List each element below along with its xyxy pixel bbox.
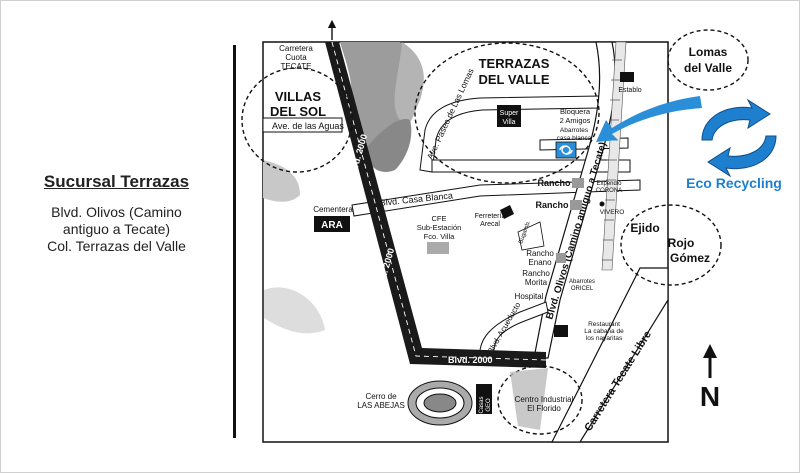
label-cerro-2: LAS ABEJAS bbox=[357, 401, 405, 410]
label-rancho-morita-2: Morita bbox=[525, 278, 548, 287]
label-expendio-2: CORONA bbox=[596, 188, 622, 194]
label-ejido-3: Gómez bbox=[670, 251, 710, 265]
label-cementera: Cementera bbox=[313, 205, 353, 214]
label-centro-1: Centro Industrial bbox=[515, 395, 574, 404]
building-restaurant bbox=[554, 325, 568, 337]
label-rancho-1: Rancho bbox=[537, 178, 571, 188]
logo-eco-recycling: Eco Recycling bbox=[686, 175, 782, 191]
road-ave-las-aguas bbox=[262, 117, 343, 133]
label-ara: ARA bbox=[321, 220, 343, 231]
area-villas-del-sol bbox=[241, 67, 353, 173]
hill-area-north-2 bbox=[394, 42, 424, 123]
building-rancho-1 bbox=[572, 178, 584, 188]
label-super-2: Villa bbox=[502, 119, 515, 126]
pointer-arrow bbox=[596, 96, 702, 142]
building-cfe bbox=[427, 242, 449, 254]
label-ferreteria-1: Ferretería bbox=[475, 213, 506, 220]
building-rancho-2 bbox=[570, 200, 582, 210]
north-arrow-icon bbox=[703, 344, 717, 358]
label-carretera-cuota-3: TECATE bbox=[281, 62, 312, 71]
area-ejido-rojo-gomez bbox=[620, 204, 722, 286]
building-ara bbox=[314, 216, 350, 232]
road-blvd-casa-blanca bbox=[351, 179, 641, 217]
road-carretera-tecate-libre bbox=[551, 267, 669, 443]
road-label-aguas: Ave. de las Aguas bbox=[272, 121, 344, 131]
branch-address-line1: Blvd. Olivos (Camino bbox=[51, 204, 182, 220]
label-centro-2: El Florido bbox=[527, 404, 561, 413]
road-blvd-acueducto bbox=[479, 301, 549, 359]
label-ferreteria-2: Arecal bbox=[480, 221, 500, 228]
label-expendio-1: Expendio bbox=[596, 181, 622, 187]
branch-address-line2: antiguo a Tecate) bbox=[62, 221, 171, 237]
label-hospital: Hospital bbox=[515, 292, 544, 301]
label-ejido-2: Rojo bbox=[668, 236, 695, 250]
label-rancho-enano-1: Rancho bbox=[526, 249, 554, 258]
cerro-las-abejas-inner bbox=[423, 393, 457, 413]
road-label-2000-c: Blvd. 2000 bbox=[448, 355, 493, 365]
vivero-icon bbox=[599, 201, 605, 207]
label-villas-1: VILLAS bbox=[275, 89, 322, 104]
eco-recycling-logo-icon bbox=[701, 98, 777, 178]
establo-cow-icon bbox=[620, 72, 634, 82]
label-abarrotes-oricel-1: Abarrotes bbox=[569, 279, 595, 285]
label-lomas-1: Lomas bbox=[689, 45, 728, 59]
north-label: N bbox=[700, 381, 720, 412]
recycling-location-marker bbox=[555, 141, 577, 159]
label-terrazas-1: TERRAZAS bbox=[479, 56, 550, 71]
label-bloquera-1: Bloquera bbox=[560, 107, 591, 116]
label-cerro-1: Cerro de bbox=[365, 392, 397, 401]
label-abarrotes-2: casa blanca bbox=[557, 135, 592, 142]
industrial-zone-fill bbox=[510, 368, 548, 430]
label-super-1: Super bbox=[500, 110, 519, 117]
building-super-villa bbox=[497, 105, 521, 127]
building-casas-geo bbox=[476, 384, 492, 414]
hill-area-west-2 bbox=[264, 287, 325, 334]
label-rancho-2: Rancho bbox=[535, 200, 569, 210]
building-rancho-enano bbox=[556, 253, 566, 263]
label-abarrotes-oricel-2: ORICEL bbox=[571, 286, 594, 292]
area-centro-industrial bbox=[497, 365, 583, 435]
label-terrazas-2: DEL VALLE bbox=[478, 72, 549, 87]
hill-area-west bbox=[263, 160, 300, 202]
label-establo: Establo bbox=[618, 87, 641, 94]
label-lomas-2: del Valle bbox=[684, 61, 732, 75]
label-villas-2: DEL SOL bbox=[270, 104, 326, 119]
branch-address-line3: Col. Terrazas del Valle bbox=[47, 238, 186, 254]
road-blvd-2000-centerline bbox=[331, 41, 547, 361]
label-casas-2: GEO bbox=[486, 398, 492, 412]
label-restaurant-2: La cabaña de bbox=[584, 328, 624, 335]
hill-area-mid bbox=[365, 119, 412, 172]
area-terrazas-del-valle bbox=[414, 42, 600, 184]
building-ferreteria bbox=[500, 205, 514, 219]
rail-track bbox=[601, 41, 627, 271]
label-cfe-2: Sub-Estación bbox=[417, 223, 462, 232]
label-cfe-3: Fco. Villa bbox=[424, 232, 456, 241]
label-cfe-1: CFE bbox=[432, 214, 447, 223]
road-connector-east bbox=[431, 159, 631, 173]
recycling-marker-icon bbox=[559, 145, 573, 155]
road-bugamb bbox=[517, 221, 545, 251]
branch-title: Sucursal Terrazas bbox=[43, 172, 190, 191]
label-ejido-1: Ejido bbox=[630, 221, 659, 235]
label-casas-1: Casas bbox=[479, 396, 485, 413]
branch-info: Sucursal Terrazas Blvd. Olivos (Camino a… bbox=[0, 172, 233, 255]
divider-line bbox=[233, 45, 236, 438]
label-carretera-cuota-1: Carretera bbox=[279, 44, 313, 53]
road-blvd-2000 bbox=[325, 42, 546, 368]
label-abarrotes-1: Abarrotes bbox=[560, 127, 589, 134]
label-carretera-cuota-2: Cuota bbox=[285, 53, 307, 62]
label-restaurant-1: Restaurant bbox=[588, 321, 620, 328]
label-restaurant-3: los nayaritas bbox=[586, 335, 623, 342]
label-rancho-enano-2: Enano bbox=[528, 258, 552, 267]
label-rancho-morita-1: Rancho bbox=[522, 269, 550, 278]
area-lomas-del-valle bbox=[667, 29, 749, 91]
label-vivero: VIVERO bbox=[600, 209, 625, 216]
label-bloquera-2: 2 Amigos bbox=[560, 116, 591, 125]
